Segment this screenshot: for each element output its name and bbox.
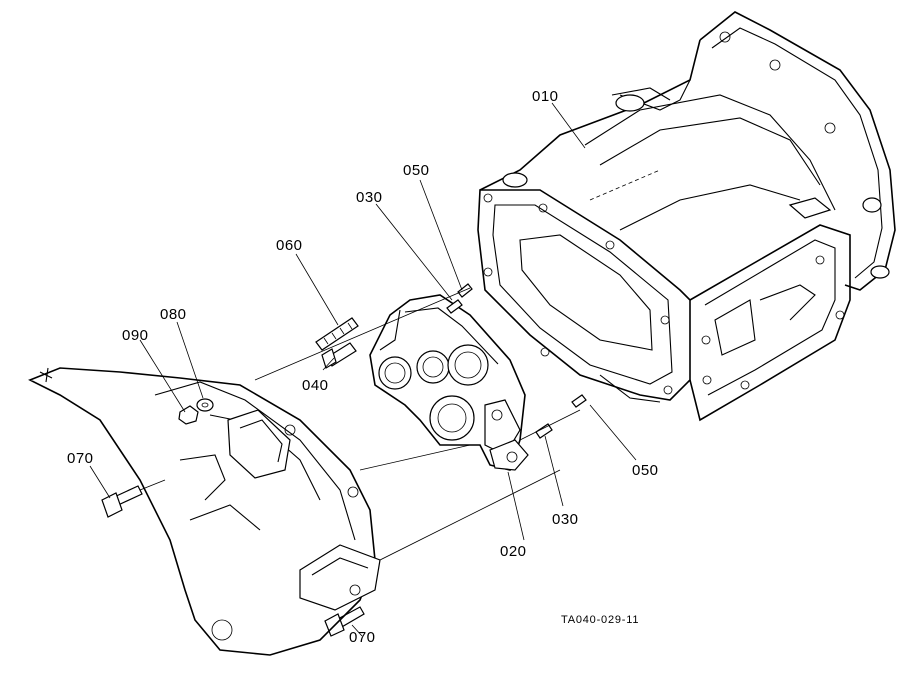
label-010: 010: [532, 88, 559, 105]
transmission-case: [477, 11, 896, 422]
clutch-housing: [28, 367, 381, 656]
pin-lower: [571, 394, 587, 408]
bearing-holder: [369, 294, 529, 471]
label-070-bottom: 070: [349, 629, 376, 646]
label-020: 020: [500, 543, 527, 560]
label-080: 080: [160, 306, 187, 323]
label-070-left: 070: [67, 450, 94, 467]
label-050-top: 050: [403, 162, 430, 179]
label-030-top: 030: [356, 189, 383, 206]
label-050-right: 050: [632, 462, 659, 479]
alignment-lines: [139, 169, 661, 561]
bolt-070-left: [101, 485, 143, 518]
nut: [178, 405, 199, 425]
reference-code: TA040-029-11: [561, 614, 639, 626]
washer: [196, 398, 214, 412]
leader-lines: [89, 102, 637, 637]
label-040: 040: [302, 377, 329, 394]
dowel-pin-upper: [446, 299, 463, 314]
stud: [315, 317, 359, 351]
label-030-right: 030: [552, 511, 579, 528]
label-060: 060: [276, 237, 303, 254]
label-090: 090: [122, 327, 149, 344]
dowel-pin-lower: [535, 423, 553, 439]
bolt-040: [321, 342, 357, 369]
